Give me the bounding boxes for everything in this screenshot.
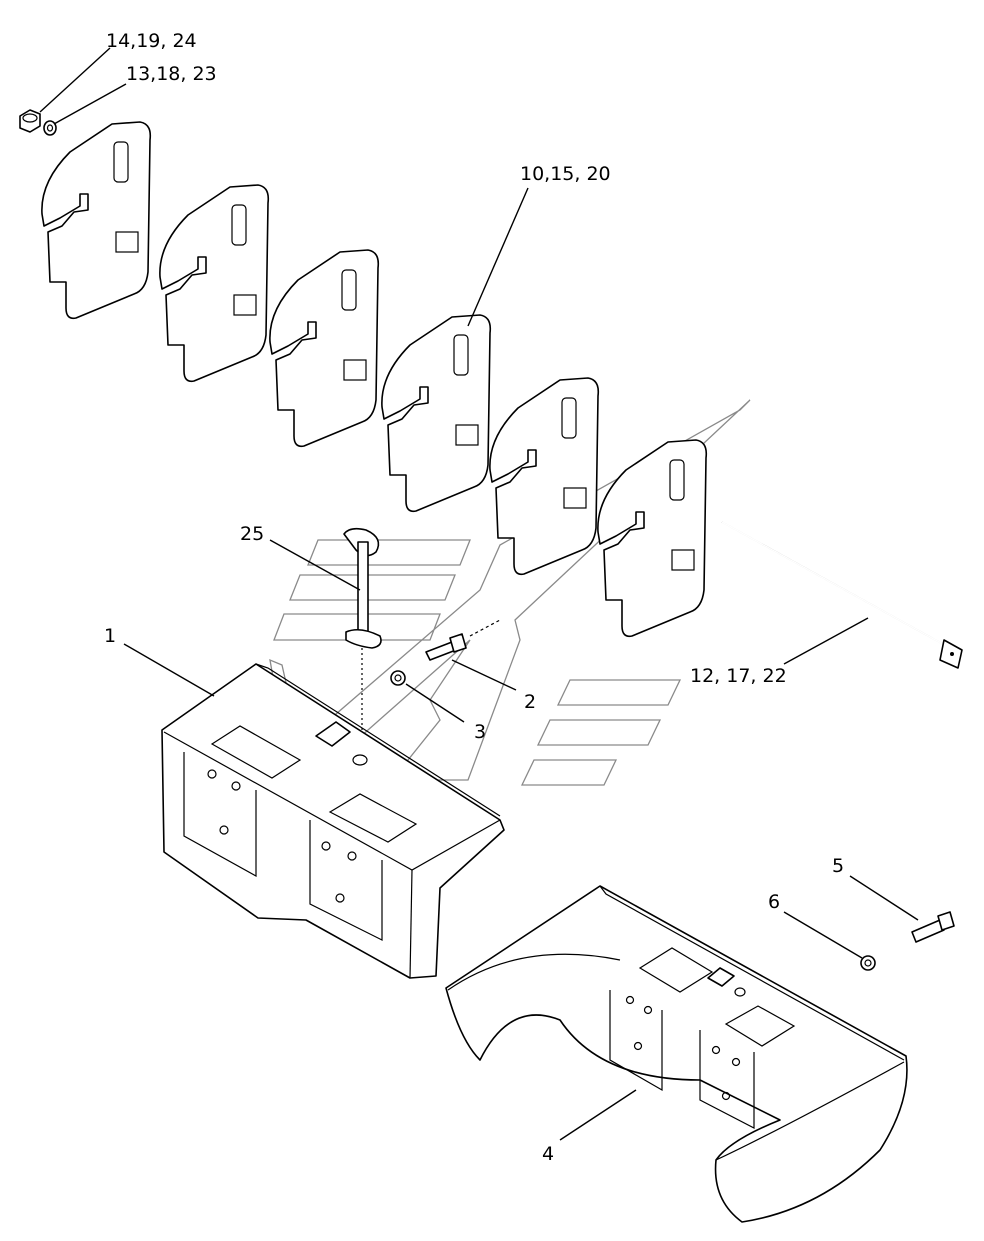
callout-bracket: 1 (104, 625, 116, 647)
tie-rod-part (721, 521, 963, 669)
callout-washer-top: 13,18, 23 (126, 63, 217, 85)
washer-lower-part (860, 955, 876, 971)
lower-support-part (445, 885, 908, 1223)
callout-nut: 14,19, 24 (106, 30, 197, 52)
weight-plate-2 (159, 184, 270, 383)
callout-weights: 10,15, 20 (520, 163, 611, 185)
callout-labels: 14,19, 24 13,18, 23 10,15, 20 25 1 2 3 1… (104, 30, 844, 1165)
leader-lines (39, 47, 919, 1141)
weight-plate-6 (597, 439, 708, 638)
bolt-part (425, 619, 501, 661)
bolt-lower-part (911, 911, 955, 943)
callout-washer-lower: 6 (768, 891, 780, 913)
callout-bolt-lower: 5 (832, 855, 844, 877)
callout-bolt: 2 (524, 691, 536, 713)
weight-plate-5 (489, 377, 600, 576)
callout-washer: 3 (474, 721, 486, 743)
washer-part (390, 670, 406, 686)
weight-plate-1 (41, 121, 152, 320)
weight-plate-3 (269, 249, 380, 448)
callout-pin: 25 (240, 523, 264, 545)
pin-part (343, 527, 382, 760)
callout-support: 4 (542, 1143, 554, 1165)
nut-part (19, 109, 41, 133)
main-bracket-part (161, 663, 505, 979)
callout-tie-rod: 12, 17, 22 (690, 665, 787, 687)
washer-top-part (43, 120, 57, 136)
weight-plate-4 (381, 314, 492, 513)
